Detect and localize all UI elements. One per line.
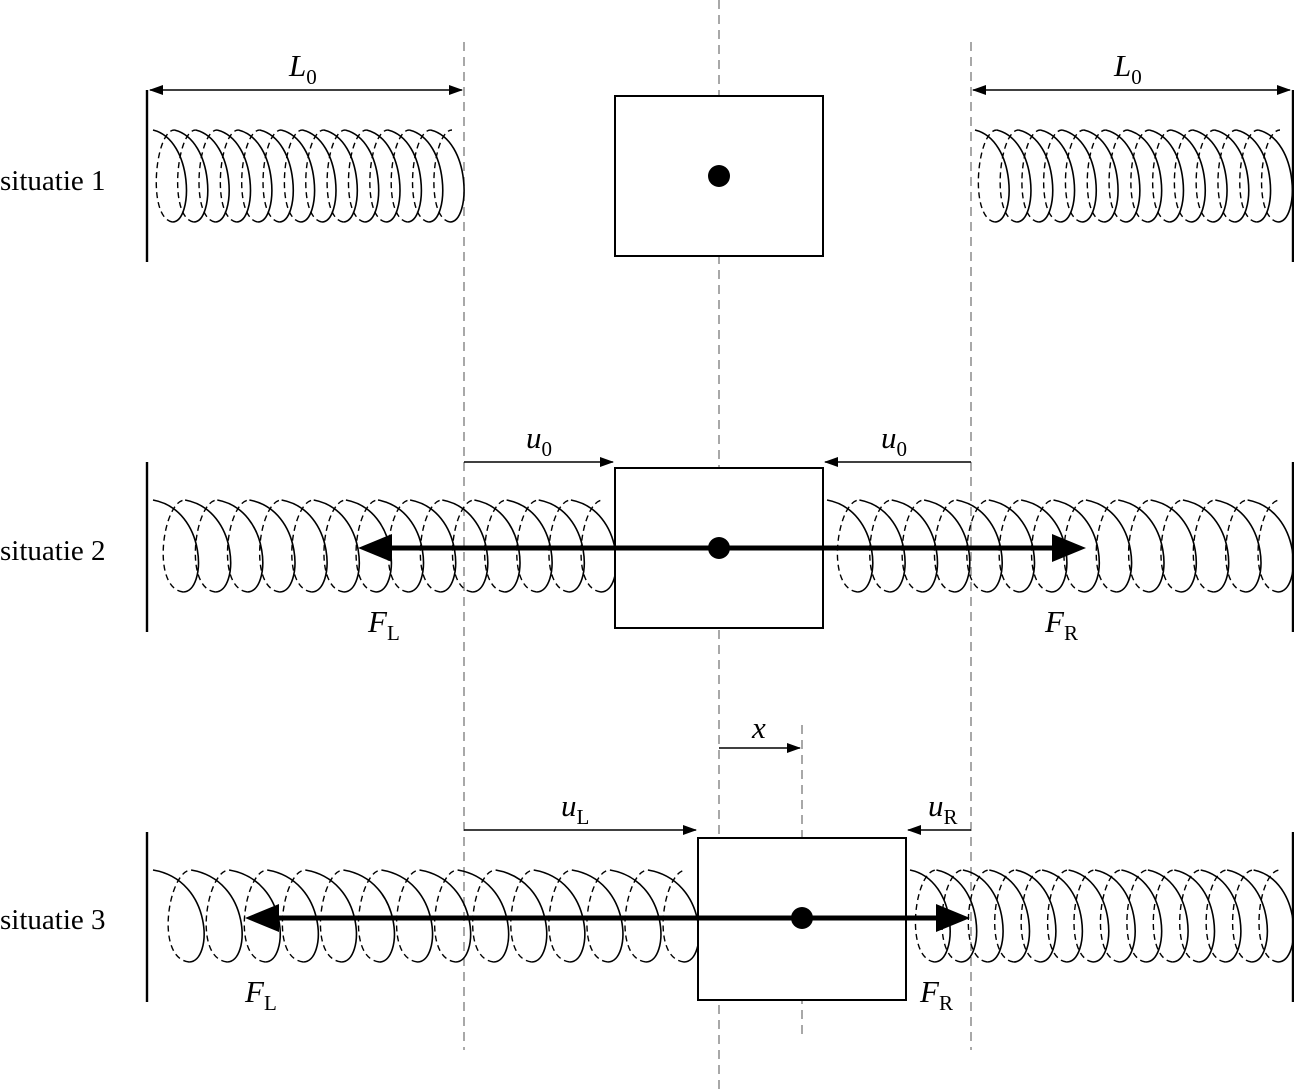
label-uL: uL [561, 788, 589, 829]
centre-dot-2 [708, 537, 730, 559]
spring-right-1-back-coils [977, 129, 1281, 223]
symbol-labels: L0 L0 u0 u0 FL FR x uL uR FL FR [244, 48, 1142, 1015]
force-left-2-head [358, 534, 392, 562]
force-left-3-head [245, 904, 279, 932]
label-L0-right: L0 [1113, 48, 1142, 89]
spring-left-1 [152, 129, 465, 223]
label-FL-3: FL [244, 974, 277, 1015]
walls [145, 90, 1294, 1002]
centre-dot-1 [708, 165, 730, 187]
label-x: x [751, 710, 766, 745]
force-right-3-head [936, 904, 970, 932]
spring-right-1-front-coils [974, 129, 1294, 223]
label-u0-left: u0 [526, 420, 552, 461]
spring-left-1-back-coils [155, 129, 453, 223]
spring-left-1-front-coils [152, 129, 465, 223]
dimension-arrows [149, 85, 1291, 835]
label-L0-left: L0 [288, 48, 317, 89]
label-FR-2: FR [1044, 604, 1078, 645]
row-label-3: situatie 3 [0, 904, 106, 936]
label-uR: uR [928, 788, 958, 829]
force-right-2-head [1052, 534, 1086, 562]
row-labels: situatie 1 situatie 2 situatie 3 [0, 165, 106, 936]
label-FL-2: FL [367, 604, 400, 645]
spring-right-3 [909, 869, 1294, 963]
row-label-1: situatie 1 [0, 165, 106, 197]
mass-centres [708, 165, 813, 929]
label-u0-right: u0 [881, 420, 907, 461]
spring-right-1 [974, 129, 1294, 223]
centre-dot-3 [791, 907, 813, 929]
label-FR-3: FR [919, 974, 953, 1015]
force-arrows [245, 534, 1086, 932]
row-label-2: situatie 2 [0, 535, 106, 567]
